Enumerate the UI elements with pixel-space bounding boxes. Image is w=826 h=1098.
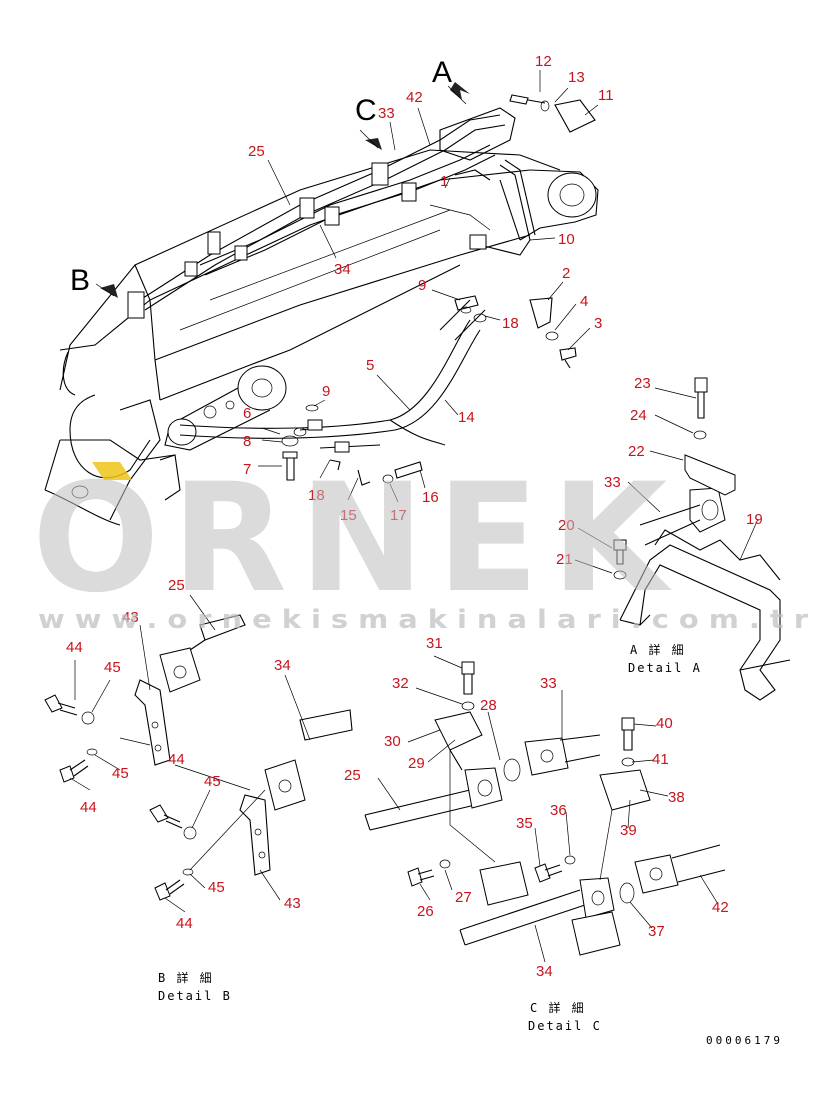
callout-25-b: 25 xyxy=(168,577,185,594)
callout-45-b-2: 45 xyxy=(112,765,129,782)
callout-45-b-3: 45 xyxy=(204,773,221,790)
callout-15: 15 xyxy=(340,507,357,524)
detail-b-callouts: 25 43 44 45 44 45 44 34 45 45 43 44 xyxy=(66,577,301,932)
boom-clamps xyxy=(127,162,417,319)
detail-a-title-jp: A 詳 細 xyxy=(630,642,686,657)
callout-42-c: 42 xyxy=(712,899,729,916)
callout-34-b: 34 xyxy=(274,657,291,674)
detail-a xyxy=(574,377,791,701)
callout-2: 2 xyxy=(562,265,570,282)
callout-44-b-2: 44 xyxy=(168,751,185,768)
callout-13: 13 xyxy=(568,69,585,86)
callout-34-c: 34 xyxy=(536,963,553,980)
callout-22: 22 xyxy=(628,443,645,460)
callout-34: 34 xyxy=(334,261,351,278)
callout-9-lower: 9 xyxy=(322,383,330,400)
detail-c-callouts: 31 32 28 33 30 29 40 41 38 25 39 36 35 2… xyxy=(344,635,729,980)
view-letter-b: B xyxy=(70,264,90,297)
callout-39: 39 xyxy=(620,822,637,839)
callout-20: 20 xyxy=(558,517,575,534)
view-letter-c: C xyxy=(355,94,377,127)
detail-c xyxy=(364,655,726,963)
callout-44-b-1: 44 xyxy=(66,639,83,656)
view-arrow-a xyxy=(447,82,470,105)
view-arrow-c xyxy=(359,129,382,150)
detail-b xyxy=(44,594,353,913)
callout-16: 16 xyxy=(422,489,439,506)
detail-c-title-jp: C 詳 細 xyxy=(530,1000,586,1015)
callout-43-b-lower: 43 xyxy=(284,895,301,912)
callout-37: 37 xyxy=(648,923,665,940)
callout-21: 21 xyxy=(556,551,573,568)
callout-41: 41 xyxy=(652,751,669,768)
callout-43-b-upper: 43 xyxy=(122,609,139,626)
callout-33-c: 33 xyxy=(540,675,557,692)
callout-5: 5 xyxy=(366,357,374,374)
callout-25-c: 25 xyxy=(344,767,361,784)
callout-3: 3 xyxy=(594,315,602,332)
callout-12: 12 xyxy=(535,53,552,70)
view-arrow-b xyxy=(95,283,118,298)
callout-1: 1 xyxy=(440,173,448,190)
callout-24: 24 xyxy=(630,407,647,424)
watermark-logo-accent xyxy=(92,462,132,480)
callout-4: 4 xyxy=(580,293,588,310)
callout-28: 28 xyxy=(480,697,497,714)
detail-a-title-en: Detail A xyxy=(628,661,702,675)
detail-b-title-jp: B 詳 細 xyxy=(158,970,214,985)
callout-11: 11 xyxy=(598,87,614,104)
watermark: ORNEK www.ornekismakinalari.com.tr xyxy=(32,452,818,635)
callout-30: 30 xyxy=(384,733,401,750)
callout-38: 38 xyxy=(668,789,685,806)
callout-23: 23 xyxy=(634,375,651,392)
callout-42: 42 xyxy=(406,89,423,106)
document-number: 00006179 xyxy=(706,1034,783,1047)
callout-44-b-3: 44 xyxy=(80,799,97,816)
callout-44-b-4: 44 xyxy=(176,915,193,932)
callout-36: 36 xyxy=(550,802,567,819)
watermark-brand: ORNEK xyxy=(32,452,679,626)
watermark-url: www.ornekismakinalari.com.tr xyxy=(38,605,818,635)
callout-35: 35 xyxy=(516,815,533,832)
callout-31: 31 xyxy=(426,635,443,652)
callout-25: 25 xyxy=(248,143,265,160)
callout-14: 14 xyxy=(458,409,475,426)
callout-33: 33 xyxy=(378,105,395,122)
detail-a-callouts: 23 24 22 33 19 20 21 xyxy=(556,375,763,568)
callout-18-lower: 18 xyxy=(308,487,325,504)
callout-40: 40 xyxy=(656,715,673,732)
callout-19: 19 xyxy=(746,511,763,528)
callout-45-b-4: 45 xyxy=(208,879,225,896)
callout-6: 6 xyxy=(243,405,251,422)
callout-33-a: 33 xyxy=(604,474,621,491)
callout-8: 8 xyxy=(243,433,251,450)
main-leader-lines xyxy=(258,70,599,503)
callout-32: 32 xyxy=(392,675,409,692)
detail-c-title-en: Detail C xyxy=(528,1019,602,1033)
callout-9-upper: 9 xyxy=(418,277,426,294)
callout-29: 29 xyxy=(408,755,425,772)
callout-17: 17 xyxy=(390,507,407,524)
callout-26: 26 xyxy=(417,903,434,920)
view-letter-a: A xyxy=(432,56,452,89)
callout-45-b-1: 45 xyxy=(104,659,121,676)
detail-b-title-en: Detail B xyxy=(158,989,232,1003)
callout-10: 10 xyxy=(558,231,575,248)
callout-27: 27 xyxy=(455,889,472,906)
main-callouts: 12 13 11 42 33 25 1 10 2 4 3 9 18 5 14 9… xyxy=(243,53,614,524)
callout-7: 7 xyxy=(243,461,251,478)
callout-18-upper: 18 xyxy=(502,315,519,332)
boom-assembly xyxy=(44,94,599,526)
